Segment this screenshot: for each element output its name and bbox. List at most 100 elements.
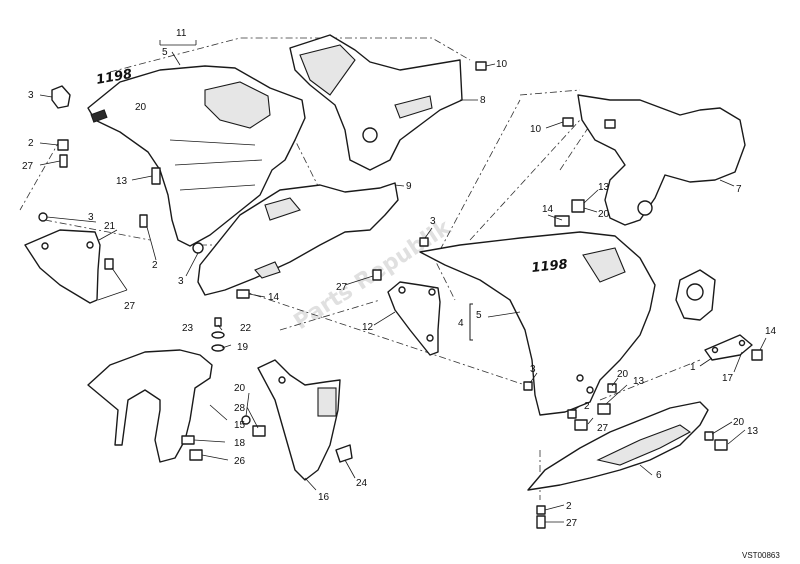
instrument-assembly xyxy=(675,269,716,321)
nut-20c xyxy=(607,383,617,393)
callout-1: 1 xyxy=(690,362,696,373)
callout-26: 26 xyxy=(234,456,246,467)
callout-13d: 13 xyxy=(747,426,759,437)
front-mudguard-15[interactable] xyxy=(87,349,213,463)
callout-16: 16 xyxy=(318,492,330,503)
callout-14c: 14 xyxy=(765,326,777,337)
callout-28: 28 xyxy=(234,403,246,414)
side-fairing-brand-mark: 1198 xyxy=(531,257,569,276)
washer-23 xyxy=(211,331,225,339)
callout-27a: 27 xyxy=(22,161,34,172)
reference-code: VST00863 xyxy=(742,551,780,560)
grommet-24 xyxy=(335,444,353,463)
callout-8: 8 xyxy=(480,95,486,106)
callout-13a: 13 xyxy=(116,176,128,187)
bolt-27c xyxy=(372,269,382,281)
nut-3b xyxy=(38,212,48,222)
callout-19: 19 xyxy=(237,342,249,353)
callout-numbers: 11 5 3 20 2 27 13 10 8 9 3 21 2 27 3 14 … xyxy=(22,28,777,529)
clip-14b xyxy=(554,215,570,227)
callout-27c: 27 xyxy=(336,282,348,293)
callout-20e: 20 xyxy=(234,383,246,394)
callout-5a: 5 xyxy=(162,47,168,58)
callout-27b: 27 xyxy=(124,301,136,312)
bolt-27a xyxy=(59,154,68,168)
callout-11: 11 xyxy=(176,28,187,39)
callout-27e: 27 xyxy=(566,518,578,529)
callout-3c: 3 xyxy=(178,276,184,287)
nut-3d xyxy=(419,237,429,247)
bolt-27e xyxy=(536,515,546,529)
callout-20c: 20 xyxy=(617,369,629,380)
grommet-3a xyxy=(51,85,71,109)
callout-3e: 3 xyxy=(530,364,536,375)
callout-6: 6 xyxy=(656,470,662,481)
inner-panel-9[interactable] xyxy=(197,182,399,296)
hardware xyxy=(38,61,763,529)
callout-3d: 3 xyxy=(430,216,436,227)
nut-20d xyxy=(704,431,714,441)
nut-2c xyxy=(567,409,577,419)
callout-3a: 3 xyxy=(28,90,34,101)
nut-2d xyxy=(536,505,546,515)
bolt-13b xyxy=(571,199,585,213)
callout-20a: 20 xyxy=(135,102,147,113)
callout-27d: 27 xyxy=(597,423,609,434)
callout-23: 23 xyxy=(182,323,194,334)
callout-13c: 13 xyxy=(633,376,645,387)
callout-18: 18 xyxy=(234,438,246,449)
nut-2a xyxy=(57,139,69,151)
bracket-12[interactable] xyxy=(387,281,441,356)
bolt-26 xyxy=(189,449,203,461)
clip-14c xyxy=(751,349,763,361)
bolt-27b xyxy=(104,258,114,270)
nut-3e xyxy=(523,381,533,391)
callout-2d: 2 xyxy=(566,501,572,512)
callout-14b: 14 xyxy=(542,204,554,215)
leader-lines xyxy=(39,40,767,523)
washer-19 xyxy=(211,344,225,352)
callout-20d: 20 xyxy=(733,417,745,428)
bolt-13a xyxy=(151,167,161,185)
callout-22: 22 xyxy=(240,323,252,334)
side-fairing-5[interactable]: 1198 xyxy=(419,231,656,416)
bolt-22 xyxy=(214,317,222,327)
bracket-8[interactable] xyxy=(289,34,463,171)
bolt-13d xyxy=(714,439,728,451)
bolt-28 xyxy=(252,425,266,437)
bracket-1[interactable] xyxy=(704,334,753,361)
bracket-16[interactable] xyxy=(257,359,341,481)
bracket-7[interactable] xyxy=(577,94,746,226)
callout-2c: 2 xyxy=(584,401,590,412)
callout-5b: 5 xyxy=(476,310,482,321)
bolt-27d xyxy=(574,419,588,431)
callout-13b: 13 xyxy=(598,182,610,193)
callout-2b: 2 xyxy=(152,260,158,271)
callout-12: 12 xyxy=(362,322,374,333)
upper-fairing-brand-mark: 1198 xyxy=(95,67,133,88)
nut-10a xyxy=(475,61,487,71)
upper-fairing-11[interactable]: 1198 xyxy=(87,65,306,247)
callout-10b: 10 xyxy=(530,124,542,135)
nut-18 xyxy=(181,435,195,445)
callout-2a: 2 xyxy=(28,138,34,149)
callout-7: 7 xyxy=(736,184,742,195)
nut-10b xyxy=(562,117,574,127)
callout-3b: 3 xyxy=(88,212,94,223)
callout-21: 21 xyxy=(104,221,116,232)
callout-20b: 20 xyxy=(598,209,610,220)
callout-9: 9 xyxy=(406,181,412,192)
callout-17: 17 xyxy=(722,373,734,384)
clip-14a xyxy=(236,289,250,299)
bolt-2b xyxy=(139,214,148,228)
callout-10a: 10 xyxy=(496,59,508,70)
nut-3c xyxy=(192,242,204,254)
bolt-13c xyxy=(597,403,611,415)
side-panel-21[interactable] xyxy=(24,229,101,304)
callout-15: 15 xyxy=(234,420,246,431)
callout-4: 4 xyxy=(458,318,464,329)
callout-24: 24 xyxy=(356,478,368,489)
lower-fairing-6[interactable] xyxy=(527,401,709,491)
callout-14a: 14 xyxy=(268,292,280,303)
